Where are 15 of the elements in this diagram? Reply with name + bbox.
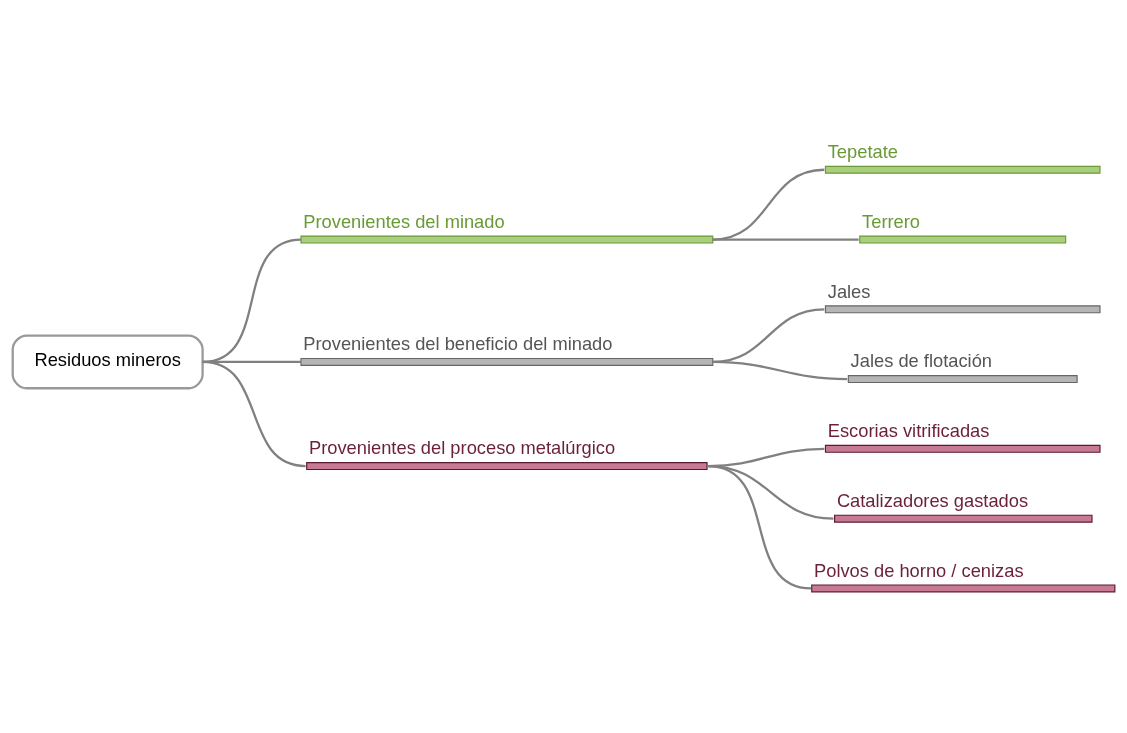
node-label: Polvos de horno / cenizas xyxy=(814,559,1024,581)
node-label: Jales xyxy=(827,280,871,302)
connector xyxy=(712,360,848,381)
connector xyxy=(202,360,306,468)
node-box: Residuos mineros xyxy=(11,334,204,390)
node-label: Tepetate xyxy=(827,141,898,163)
node-label: Provenientes del minado xyxy=(303,210,505,232)
node-label: Catalizadores gastados xyxy=(836,489,1029,511)
node-label: Provenientes del beneficio del minado xyxy=(303,333,613,355)
connector xyxy=(708,464,812,590)
node-label: Terrero xyxy=(862,210,921,232)
node-label: Provenientes del proceso metalúrgico xyxy=(308,437,616,459)
node-label: Jales de flotación xyxy=(850,350,993,372)
connector xyxy=(712,238,859,241)
node-label: Escorias vitrificadas xyxy=(827,420,990,442)
